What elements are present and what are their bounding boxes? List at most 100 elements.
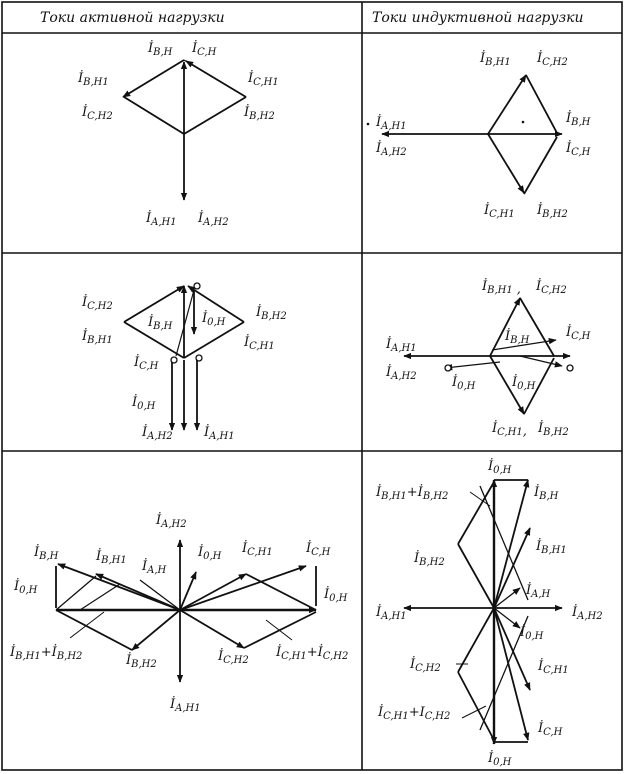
label-symbol: İ [51,643,58,660]
label-symbol: İ [197,543,204,560]
label-subscript: C,H [543,727,562,738]
label-symbol: İ [385,335,392,352]
current-vector-label: İC,H [305,539,331,558]
label-symbol: İ [571,603,578,620]
current-vector-label: İB,H2 [537,419,569,438]
label-subscript: A,H2 [146,431,172,442]
current-vector-label: İB,H1 [77,69,109,88]
label-symbol: İ [77,69,84,86]
label-subscript: B,H [509,335,530,346]
label-symbol: İ [377,703,384,720]
current-vector-label: İ0,H [323,585,348,604]
label-symbol: İ [81,293,88,310]
cell-inductive-1-labels: İB,H1 İC,H2 İA,H1 İA,H2 İB,H İC,H İC,H1 … [375,49,591,220]
label-symbol: İ [451,373,458,390]
label-subscript: B,H2 [260,311,287,322]
label-symbol: İ [375,113,382,130]
label-subscript: 0,H [203,551,222,562]
label-symbol: İ [519,623,526,640]
label-subscript: B,H1 [82,77,109,88]
label-symbol: İ [191,39,198,56]
cell-active-3-leaders [69,611,293,641]
current-vector-label: İ0,H [487,457,512,476]
label-subscript: C,H1 [497,427,523,438]
current-vector-label: İB,H [565,109,591,128]
label-symbol: İ [525,581,532,598]
label-subscript: A,H [530,589,550,600]
label-symbol: İ [147,313,154,330]
label-symbol: İ [9,643,16,660]
label-subscript: C,H1 [383,711,409,722]
label-subscript: C,H1 [281,651,307,662]
current-vector-label: İA,H1 [203,423,235,442]
label-symbol: İ [131,393,138,410]
current-vector-label: İC,H1 [247,69,279,88]
current-vector-label: İC,H1 [243,333,275,352]
current-vector-label: İB,H [504,327,530,346]
current-vector-label: İA,H1 [145,209,177,228]
current-vector-label: İ0,H [511,373,536,392]
label-subscript: C,H2 [87,301,113,312]
label-symbol: İ [481,277,488,294]
label-symbol: İ [535,277,542,294]
label-symbol: İ [95,547,102,564]
current-vector-label: İA,H1 [375,603,407,622]
current-vector-label: İA,H1 [169,695,201,714]
label-subscript: A,H2 [576,611,602,622]
label-subscript: 0,H [517,381,536,392]
label-symbol: İ [487,749,494,766]
label-subscript: B,H1 [380,491,407,502]
current-vector-label: İC,H1 [483,201,515,220]
label-symbol: İ [33,543,40,560]
label-subscript: B,H [152,47,173,58]
label-subscript: B,H2 [422,491,449,502]
label-symbol: İ [201,309,208,326]
cell-active-3-sum-c: İC,H1+İC,H2 [275,643,348,662]
label-symbol: İ [125,651,132,668]
label-symbol: İ [479,49,486,66]
label-subscript: C,H1 [543,665,569,676]
label-symbol: + [407,485,418,500]
current-vector-label: İ0,H [451,373,476,392]
cell-active-1-labels: İB,H İC,H İB,H1 İC,H1 İC,H2 İB,H2 İA,H1 … [77,39,279,228]
label-symbol: İ [533,483,540,500]
label-symbol: İ [141,557,148,574]
label-symbol: İ [243,333,250,350]
label-symbol: İ [197,209,204,226]
label-subscript: A,H2 [390,371,416,382]
current-vector-label: İC,H2 [536,49,568,68]
label-subscript: A,H [146,565,166,576]
label-subscript: A,H1 [150,217,176,228]
label-subscript: B,H2 [248,111,275,122]
label-symbol: İ [81,327,88,344]
current-vector-label: İC,H1, [491,419,527,439]
current-vector-label: İA,H2 [197,209,229,228]
label-subscript: 0,H [19,585,38,596]
cell-inductive-2-vectors [403,297,571,415]
label-symbol: İ [413,549,420,566]
label-symbol: İ [243,103,250,120]
label-subscript: A,H2 [202,217,228,228]
current-vector-label: İB,H1 [81,327,113,346]
cell-active-3-labels: İA,H2 İB,H İB,H1 İA,H İ0,H İC,H1 İC,H İ0… [9,511,348,714]
label-symbol: İ [275,643,282,660]
label-subscript: 0,H [525,631,544,642]
label-subscript: 0,H [137,401,156,412]
current-vector-label: İC,H2 [217,647,249,666]
label-subscript: C,H2 [425,711,451,722]
current-vector-label: İC,H1 [241,539,273,558]
label-subscript: C,H2 [87,111,113,122]
label-subscript: A,H1 [174,703,200,714]
label-symbol: İ [375,139,382,156]
current-vector-label: İ0,H [519,623,544,642]
current-vector-label: İB,H2 [243,103,275,122]
current-vector-label: İC,H [191,39,217,58]
current-vector-label: İB,H1 [95,547,127,566]
label-symbol: , [517,282,521,297]
cell-inductive-3-vectors [403,479,563,745]
current-vector-label: İB,H [533,483,559,502]
label-symbol: İ [13,577,20,594]
current-vector-label: İA,H [141,557,167,576]
current-vector-label: İC,H1 [537,657,569,676]
